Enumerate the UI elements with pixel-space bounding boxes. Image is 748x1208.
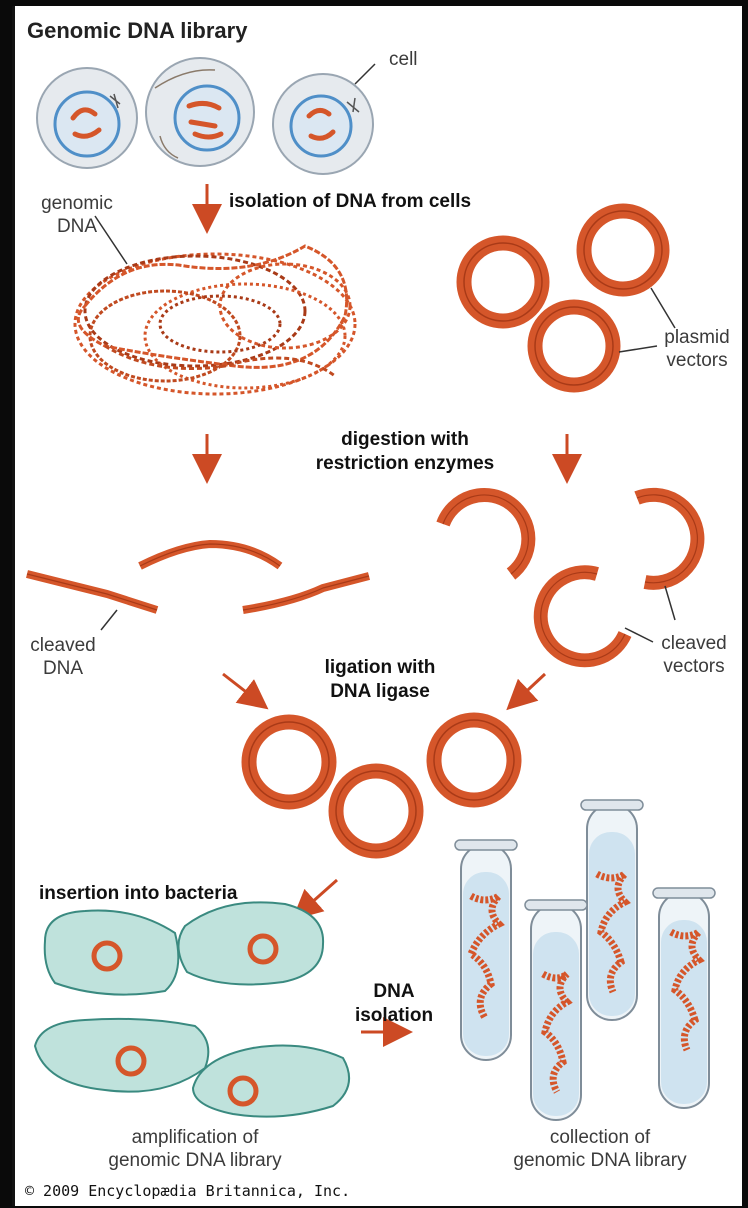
label-plasmid-vectors: plasmid vectors — [655, 326, 739, 372]
diagram-frame: Genomic DNA library cell genomic DNA iso… — [12, 6, 742, 1206]
bacteria-group — [35, 902, 349, 1116]
test-tube-1 — [455, 840, 517, 1060]
cell-1 — [37, 68, 137, 168]
cell-leader-line — [355, 64, 375, 84]
diagram-title: Genomic DNA library — [27, 18, 247, 44]
step-insertion: insertion into bacteria — [39, 882, 237, 906]
test-tubes — [455, 800, 715, 1120]
arrow-insertion — [301, 880, 337, 912]
label-genomic-dna: genomic DNA — [35, 192, 119, 238]
label-collection: collection of genomic DNA library — [485, 1126, 715, 1172]
label-cleaved-dna: cleaved DNA — [21, 634, 105, 680]
label-amplification: amplification of genomic DNA library — [85, 1126, 305, 1172]
step-isolation-of-dna: isolation of DNA from cells — [229, 190, 471, 214]
label-cleaved-vectors: cleaved vectors — [649, 632, 739, 678]
arrow-ligation-vectors — [515, 674, 545, 702]
test-tube-4 — [653, 888, 715, 1108]
copyright-notice: © 2009 Encyclopædia Britannica, Inc. — [25, 1182, 350, 1200]
step-ligation: ligation with DNA ligase — [305, 656, 455, 704]
cleaved-dna-leader-line — [101, 610, 117, 630]
genomic-dna-tangle — [75, 246, 355, 394]
step-digestion: digestion with restriction enzymes — [295, 428, 515, 476]
plasmid-vectors — [464, 211, 662, 385]
label-cell: cell — [389, 48, 418, 71]
step-dna-isolation: DNA isolation — [351, 980, 437, 1028]
test-tube-2 — [581, 800, 643, 1020]
test-tube-3 — [525, 900, 587, 1120]
recombinant-plasmids — [249, 720, 514, 851]
cell-3 — [273, 74, 373, 174]
cell-2 — [146, 58, 254, 166]
arrow-ligation-dna — [223, 674, 259, 702]
cleaved-dna-fragments — [27, 544, 369, 610]
